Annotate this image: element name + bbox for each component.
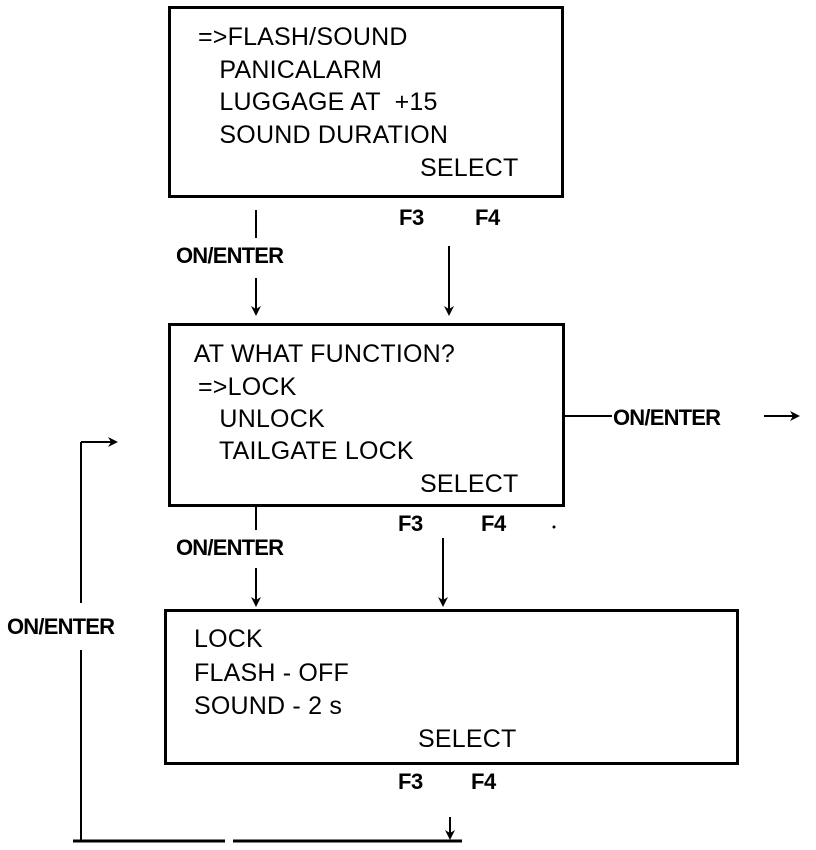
setting-flash[interactable]: FLASH - OFF [194,659,349,687]
screen-at-what-function [168,323,565,507]
menu-item-tailgate-lock[interactable]: TAILGATE LOCK [198,437,414,465]
setting-sound[interactable]: SOUND - 2 s [194,692,343,720]
select-label: SELECT [420,470,519,498]
select-label: SELECT [418,725,517,753]
prompt-at-what-function: AT WHAT FUNCTION? [188,340,456,368]
on-enter-label-2[interactable]: ON/ENTER [176,535,284,560]
stray-dot [552,525,556,529]
menu-item-luggage[interactable]: LUGGAGE AT +15 [198,88,438,116]
select-label: SELECT [420,154,519,182]
screen-lock-settings [164,609,739,765]
key-f4[interactable]: F4 [471,769,496,794]
menu-item-sound-duration[interactable]: SOUND DURATION [198,121,449,149]
on-enter-label-1[interactable]: ON/ENTER [176,243,284,268]
key-f3[interactable]: F3 [398,511,423,536]
key-f3[interactable]: F3 [398,769,423,794]
menu-item-lock[interactable]: =>LOCK [198,373,297,401]
setting-title-lock: LOCK [194,625,263,653]
menu-item-flash-sound[interactable]: =>FLASH/SOUND [198,23,408,51]
on-enter-label-loop[interactable]: ON/ENTER [7,614,115,639]
menu-item-panic-alarm[interactable]: PANICALARM [198,56,383,84]
menu-item-unlock[interactable]: UNLOCK [198,405,325,433]
key-f4[interactable]: F4 [481,511,506,536]
on-enter-label-right[interactable]: ON/ENTER [613,405,721,430]
key-f3[interactable]: F3 [399,205,424,230]
screen-function-menu [168,6,564,198]
key-f4[interactable]: F4 [475,205,500,230]
